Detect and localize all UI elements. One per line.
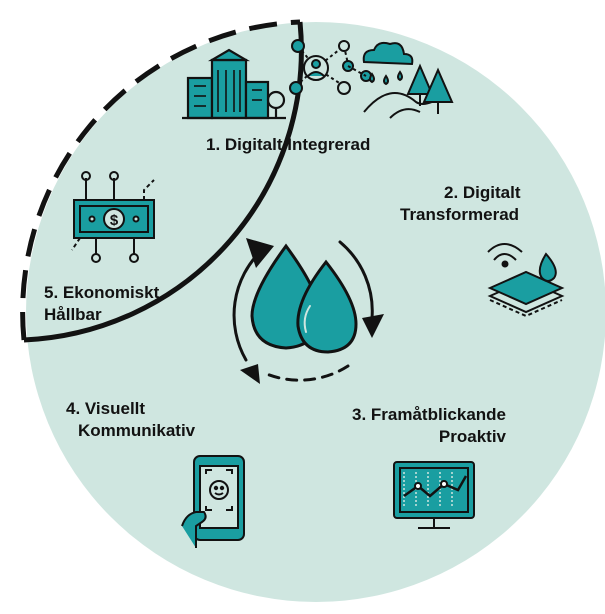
- item-3-line1: 3. Framåtblickande: [352, 405, 507, 424]
- svg-text:$: $: [110, 212, 119, 229]
- item-5-line1: 5. Ekonomiskt: [44, 283, 160, 302]
- item-5-label: 5. Ekonomiskt Hållbar: [44, 282, 159, 326]
- item-5-line2: Hållbar: [44, 305, 102, 324]
- water-drops-cycle-icon: [232, 238, 384, 384]
- item-1-line1: 1. Digitalt Integrerad: [206, 135, 371, 154]
- city-buildings-icon: [182, 48, 286, 120]
- circuit-money-icon: $: [71, 171, 155, 263]
- item-3-line2: Proaktiv: [438, 427, 507, 446]
- item-4-line1: 4. Visuellt: [66, 399, 146, 418]
- item-4-label: 4. Visuellt Kommunikativ: [66, 398, 195, 442]
- item-1-label: 1. Digitalt Integrerad: [206, 134, 370, 156]
- smartphone-face-scan-icon: [181, 455, 245, 548]
- dashed-outline-arc: [20, 19, 301, 341]
- item-2-line1: 2. Digitalt: [444, 183, 521, 202]
- monitor-chart-icon: [393, 461, 475, 529]
- item-2-label: 2. Digitalt Transformerad: [400, 182, 521, 226]
- item-4-line2: Kommunikativ: [78, 421, 196, 440]
- item-3-label: 3. Framåtblickande Proaktiv: [352, 404, 506, 448]
- item-2-line2: Transformerad: [400, 205, 520, 224]
- wireless-water-layers-icon: [487, 243, 565, 318]
- rain-cloud-forest-icon: [362, 41, 454, 119]
- network-people-icon: [289, 39, 372, 95]
